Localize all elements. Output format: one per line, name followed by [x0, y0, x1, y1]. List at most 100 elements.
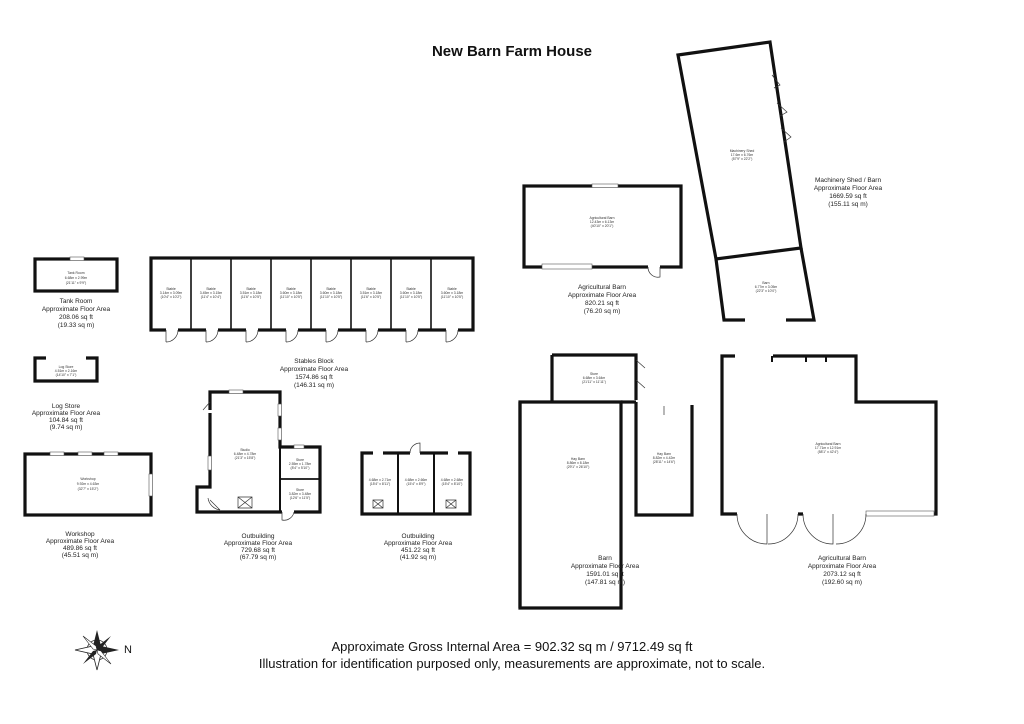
svg-text:Approximate Floor Area: Approximate Floor Area: [568, 292, 637, 299]
svg-text:Stables Block: Stables Block: [294, 358, 334, 365]
svg-text:729.68 sq ft: 729.68 sq ft: [241, 547, 275, 554]
svg-text:Stable: Stable: [406, 287, 416, 291]
svg-text:(11'10" x 10'5"): (11'10" x 10'5"): [400, 295, 423, 299]
svg-text:6.48m x 4.78m: 6.48m x 4.78m: [234, 452, 257, 456]
svg-text:Agricultural Barn: Agricultural Barn: [818, 555, 866, 562]
svg-text:4.51m x 2.16m: 4.51m x 2.16m: [55, 369, 78, 373]
svg-text:Stable: Stable: [246, 287, 256, 291]
svg-text:Barn: Barn: [598, 555, 612, 562]
agricultural-barn-2-plan: Agricultural Barn 17.71m x 12.91m (58'1"…: [720, 354, 938, 545]
room-name: Tank Room: [67, 271, 84, 275]
svg-text:(29'1" x 26'10"): (29'1" x 26'10"): [567, 465, 590, 469]
svg-text:Approximate Floor Area: Approximate Floor Area: [224, 540, 293, 547]
svg-text:9.92m x 4.63m: 9.92m x 4.63m: [77, 482, 100, 486]
svg-text:6.68m x 3.64m: 6.68m x 3.64m: [583, 376, 606, 380]
svg-text:Log Store: Log Store: [52, 403, 81, 410]
stable-room: Stable 3.60m x 3.18m (11'10" x 10'5"): [280, 287, 303, 299]
stable-room: Stable 3.60m x 3.18m (11'10" x 10'5"): [441, 287, 464, 299]
svg-text:820.21 sq ft: 820.21 sq ft: [585, 300, 619, 307]
svg-text:(15'4" x 8'10"): (15'4" x 8'10"): [442, 482, 463, 486]
svg-text:(22'3" x 10'0"): (22'3" x 10'0"): [756, 289, 777, 293]
svg-text:(21'11" x 11'11"): (21'11" x 11'11"): [582, 380, 606, 384]
svg-text:Agricultural Barn: Agricultural Barn: [589, 216, 614, 220]
svg-text:Stable: Stable: [326, 287, 336, 291]
svg-text:(41.92 sq m): (41.92 sq m): [400, 554, 437, 561]
svg-text:(57'9" x 22'2"): (57'9" x 22'2"): [732, 157, 753, 161]
svg-text:Outbuilding: Outbuilding: [402, 533, 435, 540]
svg-text:1574.86 sq ft: 1574.86 sq ft: [295, 374, 333, 381]
svg-text:4.68m x 2.66m: 4.68m x 2.66m: [405, 478, 428, 482]
svg-text:1669.59 sq ft: 1669.59 sq ft: [829, 193, 867, 200]
svg-text:Workshop: Workshop: [65, 531, 95, 538]
svg-text:Agricultural Barn: Agricultural Barn: [578, 284, 626, 291]
svg-text:Stable: Stable: [206, 287, 216, 291]
outbuilding-2-label: Outbuilding Approximate Floor Area 451.2…: [384, 533, 453, 561]
svg-text:1591.01 sq ft: 1591.01 sq ft: [586, 571, 624, 578]
svg-text:3.51m x 3.18m: 3.51m x 3.18m: [240, 291, 263, 295]
svg-text:Store: Store: [296, 458, 304, 462]
svg-text:12.43m x 6.13m: 12.43m x 6.13m: [590, 220, 614, 224]
svg-text:Outbuilding: Outbuilding: [242, 533, 275, 540]
svg-text:(67.79 sq m): (67.79 sq m): [240, 554, 277, 561]
svg-text:8.86m x 8.18m: 8.86m x 8.18m: [567, 461, 590, 465]
svg-text:(11'10" x 10'5"): (11'10" x 10'5"): [441, 295, 464, 299]
svg-text:104.84 sq ft: 104.84 sq ft: [49, 417, 83, 424]
svg-text:(8'4" x 5'10"): (8'4" x 5'10"): [291, 466, 310, 470]
svg-text:3.60m x 3.18m: 3.60m x 3.18m: [400, 291, 423, 295]
svg-text:(32'7" x 15'2"): (32'7" x 15'2"): [78, 487, 99, 491]
svg-text:Barn: Barn: [762, 281, 769, 285]
svg-text:489.86 sq ft: 489.86 sq ft: [63, 545, 97, 552]
svg-text:208.06 sq ft: 208.06 sq ft: [59, 314, 93, 321]
svg-text:2.55m x 1.78m: 2.55m x 1.78m: [289, 462, 312, 466]
svg-text:Agricultural Barn: Agricultural Barn: [815, 442, 840, 446]
svg-text:(12'6" x 11'5"): (12'6" x 11'5"): [290, 496, 311, 500]
svg-text:Approximate Floor Area: Approximate Floor Area: [46, 538, 115, 545]
stable-room: Stable 3.60m x 3.18m (11'10" x 10'5"): [400, 287, 423, 299]
svg-text:Studio: Studio: [240, 448, 250, 452]
barn-plan: Store 6.68m x 3.64m (21'11" x 11'11") Ha…: [518, 353, 694, 610]
svg-text:17.6m x 6.76m: 17.6m x 6.76m: [731, 153, 754, 157]
svg-text:(11'4" x 10'4"): (11'4" x 10'4"): [201, 295, 222, 299]
svg-text:Approximate Floor Area: Approximate Floor Area: [280, 366, 349, 373]
svg-text:(45.51 sq m): (45.51 sq m): [62, 552, 99, 559]
svg-text:Log Store: Log Store: [59, 365, 74, 369]
machinery-shed-label: Machinery Shed / Barn Approximate Floor …: [814, 177, 883, 208]
svg-text:Approximate Floor Area: Approximate Floor Area: [384, 540, 453, 547]
stable-room: Stable 3.60m x 3.18m (11'10" x 10'5"): [320, 287, 343, 299]
svg-text:Stable: Stable: [366, 287, 376, 291]
disclaimer-text: Illustration for identification purposed…: [259, 656, 765, 671]
workshop-label: Workshop Approximate Floor Area 489.86 s…: [46, 531, 115, 559]
svg-text:Approximate Floor Area: Approximate Floor Area: [571, 563, 640, 570]
svg-text:(40'10" x 20'1"): (40'10" x 20'1"): [591, 224, 614, 228]
svg-text:2073.12 sq ft: 2073.12 sq ft: [823, 571, 861, 578]
room-dims: 6.68m x 2.99m: [65, 276, 88, 280]
svg-text:(11'10" x 10'5"): (11'10" x 10'5"): [320, 295, 343, 299]
svg-text:(155.11 sq m): (155.11 sq m): [828, 201, 868, 208]
svg-text:Hay Barn: Hay Barn: [657, 452, 671, 456]
svg-text:3.60m x 3.18m: 3.60m x 3.18m: [441, 291, 464, 295]
svg-text:(76.20 sq m): (76.20 sq m): [584, 308, 621, 315]
svg-text:Machinery Shed: Machinery Shed: [730, 149, 755, 153]
svg-text:6.77m x 3.05m: 6.77m x 3.05m: [755, 285, 778, 289]
svg-text:Tank Room: Tank Room: [60, 298, 93, 305]
svg-text:4.68m x 2.71m: 4.68m x 2.71m: [369, 478, 392, 482]
svg-text:3.60m x 3.18m: 3.60m x 3.18m: [280, 291, 303, 295]
compass-rose-icon: [74, 630, 119, 671]
stable-room: Stable 3.45m x 3.15m (11'4" x 10'4"): [200, 287, 223, 299]
tank-room-plan: Tank Room 6.68m x 2.99m (21'11" x 9'9"): [33, 256, 119, 293]
svg-text:Stable: Stable: [286, 287, 296, 291]
svg-text:17.71m x 12.91m: 17.71m x 12.91m: [815, 446, 841, 450]
svg-text:Stable: Stable: [447, 287, 457, 291]
svg-text:(15'4" x 8'9"): (15'4" x 8'9"): [407, 482, 426, 486]
svg-text:(14'10" x 7'1"): (14'10" x 7'1"): [56, 373, 77, 377]
agricultural-barn-1-plan: Agricultural Barn 12.43m x 6.13m (40'10"…: [522, 183, 683, 278]
stable-room: Stable 3.51m x 3.18m (11'6" x 10'5"): [240, 287, 263, 299]
svg-text:(192.60 sq m): (192.60 sq m): [822, 579, 862, 586]
barn-label: Barn Approximate Floor Area 1591.01 sq f…: [571, 555, 640, 586]
agricultural-barn-2-label: Agricultural Barn Approximate Floor Area…: [808, 555, 877, 586]
svg-text:451.22 sq ft: 451.22 sq ft: [401, 547, 435, 554]
gross-area-text: Approximate Gross Internal Area = 902.32…: [332, 639, 693, 654]
tank-room-label: Tank Room Approximate Floor Area 208.06 …: [42, 298, 111, 329]
svg-text:Store: Store: [296, 488, 304, 492]
